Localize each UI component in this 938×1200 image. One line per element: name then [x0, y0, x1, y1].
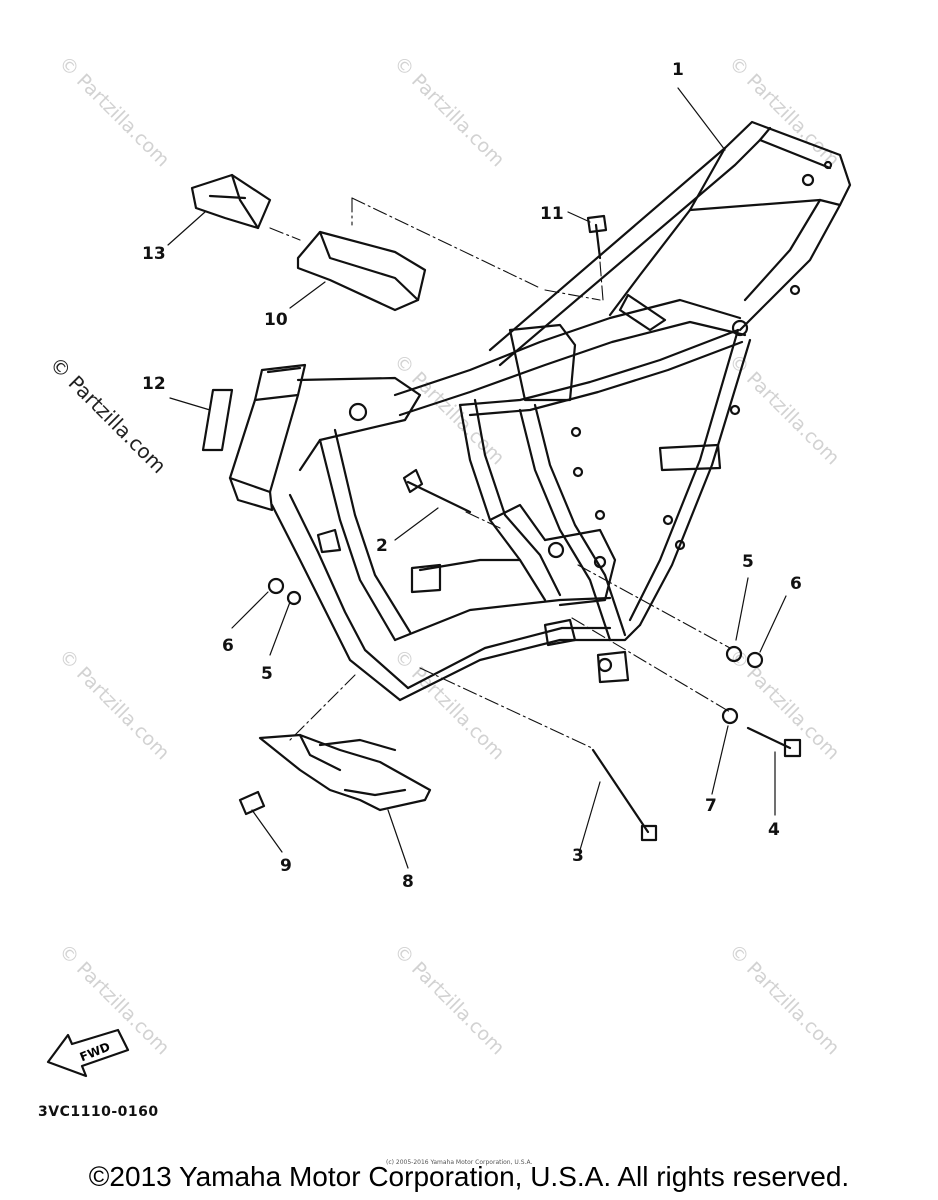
callout-2: 2 — [376, 536, 388, 556]
bolt-4 — [746, 726, 802, 758]
callout-1: 1 — [672, 60, 684, 80]
bolt-3 — [591, 748, 658, 842]
tank-cover — [296, 230, 427, 312]
callout-6b: 6 — [790, 574, 802, 594]
callout-9: 9 — [280, 856, 292, 876]
nut-6-right — [746, 651, 764, 669]
nut-6-left — [267, 577, 285, 595]
callout-7: 7 — [705, 796, 717, 816]
callout-12: 12 — [142, 374, 166, 394]
bolt-2 — [402, 468, 472, 514]
callout-10: 10 — [264, 310, 288, 330]
guard-13 — [190, 173, 272, 230]
diagram-code: 3VC1110-0160 — [38, 1104, 159, 1120]
callout-8: 8 — [402, 872, 414, 892]
washer-5-left — [286, 590, 302, 606]
bolt-9 — [238, 790, 266, 816]
label-12 — [201, 388, 234, 452]
callout-4: 4 — [768, 820, 780, 840]
callout-11: 11 — [540, 204, 564, 224]
callout-5b: 5 — [742, 552, 754, 572]
copyright-footer: ©2013 Yamaha Motor Corporation, U.S.A. A… — [88, 1161, 850, 1192]
callout-3: 3 — [572, 846, 584, 866]
small-copyright-notice: (c) 2005-2016 Yamaha Motor Corporation, … — [386, 1159, 533, 1166]
bolt-11 — [586, 214, 608, 260]
callout-13: 13 — [142, 244, 166, 264]
main-frame — [228, 120, 852, 702]
washer-7 — [721, 707, 739, 725]
washer-5-right — [725, 645, 743, 663]
callout-5a: 5 — [261, 664, 273, 684]
fwd-arrow-icon — [46, 1028, 130, 1078]
skid-plate — [258, 733, 432, 812]
callout-6a: 6 — [222, 636, 234, 656]
